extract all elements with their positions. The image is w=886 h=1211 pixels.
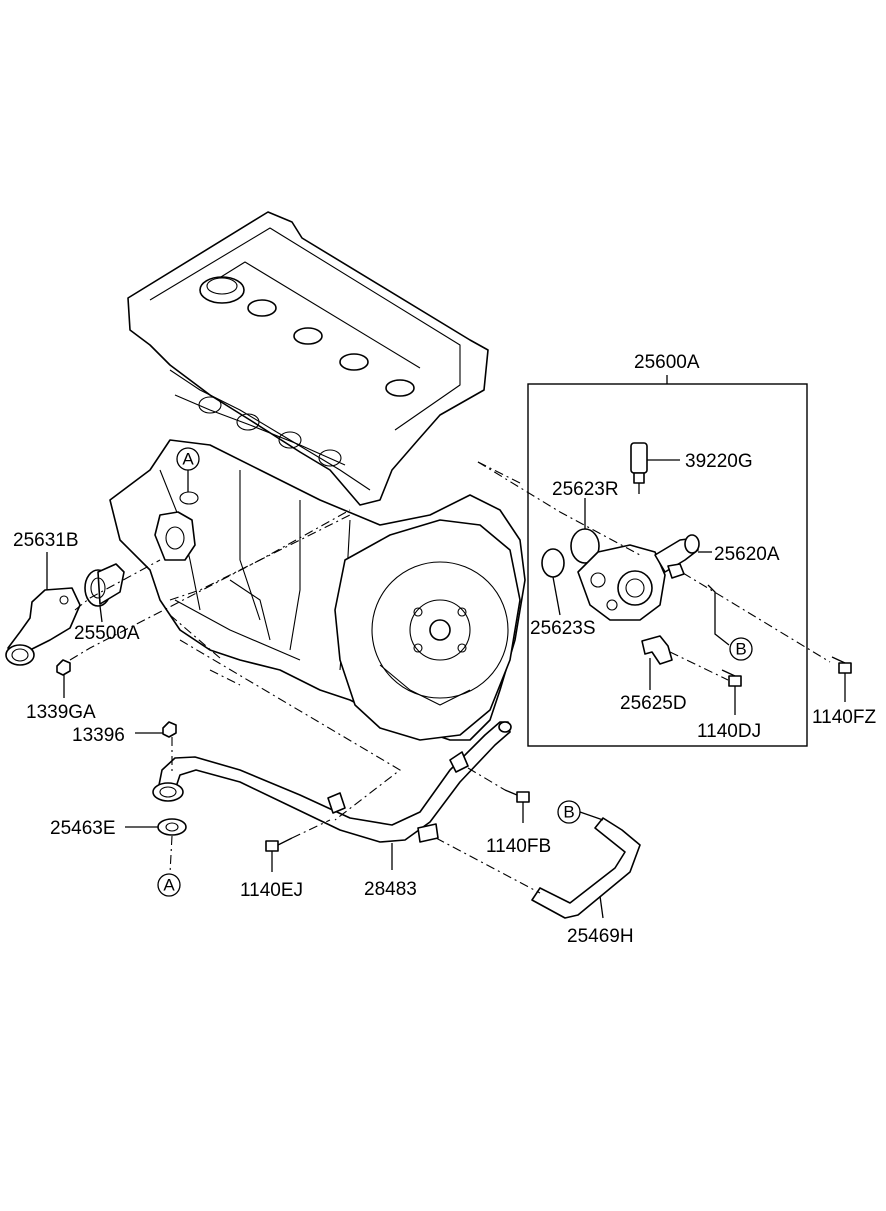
label-1140FB: 1140FB [486,836,551,857]
ref-mark-a-bottom [157,873,181,897]
bolt-1140FZ [831,656,852,674]
bracket-25625D [641,635,673,665]
bolt-1140FB [504,789,530,803]
thermostat-25500A [84,563,125,607]
label-25500A: 25500A [74,623,140,644]
nut-13396 [162,721,177,738]
label-1140EJ: 1140EJ [240,880,303,901]
label-25625D: 25625D [620,693,687,714]
temperature-sensor-part [630,442,648,494]
water-outlet-housing-part [577,534,700,621]
label-1140DJ: 1140DJ [697,721,761,742]
ref-mark-b-hose-letter: B [563,803,574,822]
label-1140FZ: 1140FZ [812,707,876,728]
label-1339GA: 1339GA [26,702,96,723]
label-39220G: 39220G [685,451,753,472]
thermostat-cover-25631B [5,587,81,666]
ref-mark-a-engine-letter: A [182,450,194,469]
nut-1339GA [56,659,71,676]
label-28483: 28483 [364,879,417,900]
label-25623R: 25623R [552,479,619,500]
label-25623S: 25623S [530,618,596,639]
engine-assembly-drawing [109,211,526,741]
label-13396: 13396 [72,725,125,746]
ref-mark-b-housing [729,637,753,661]
ref-mark-a-bottom-letter: A [163,876,175,895]
label-25469H: 25469H [567,926,634,947]
hose-25469H [531,817,641,919]
water-pipe-28483 [152,721,512,843]
label-25463E: 25463E [50,818,116,839]
bolt-1140EJ [265,837,293,852]
label-25631B: 25631B [13,530,79,551]
label-25620A: 25620A [714,544,780,565]
ref-mark-b-housing-letter: B [735,640,746,659]
gasket-25463E [157,818,187,836]
o-ring-25623S [541,548,565,578]
label-25600A: 25600A [634,352,700,373]
